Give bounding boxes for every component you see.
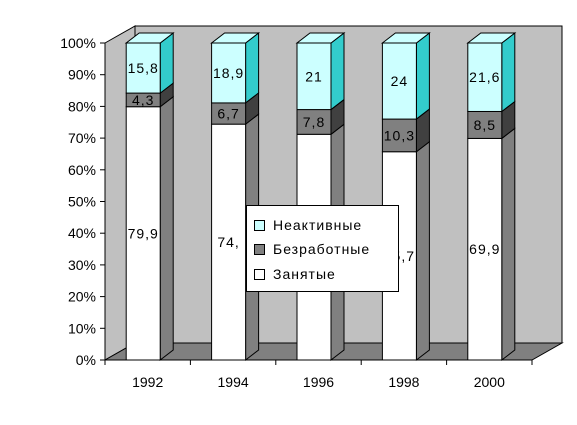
bar-side-employed xyxy=(415,140,430,362)
bar-inactive xyxy=(211,42,247,104)
legend-item-unemployed: Безработные xyxy=(254,240,370,258)
bar-inactive xyxy=(467,42,503,112)
y-tick-label: 0% xyxy=(76,352,96,368)
data-label: 15,8 xyxy=(128,60,159,76)
y-tick-label: 10% xyxy=(68,320,96,336)
data-label: 79,9 xyxy=(128,225,159,241)
y-tick-label: 80% xyxy=(68,98,96,114)
bar-inactive xyxy=(296,42,332,111)
bar-side-inactive xyxy=(245,31,260,104)
data-label: 10,3 xyxy=(384,127,415,143)
legend-item-employed: Занятые xyxy=(254,265,336,283)
legend-swatch-inactive xyxy=(254,219,265,231)
legend-swatch-employed xyxy=(254,268,265,280)
y-tick-label: 50% xyxy=(68,194,96,210)
data-label: 21 xyxy=(305,68,323,84)
y-tick-label: 60% xyxy=(68,162,96,178)
y-tick-label: 40% xyxy=(68,225,96,241)
bar-top-face xyxy=(295,32,346,44)
bar-side-employed xyxy=(159,95,174,362)
legend-label-employed: Занятые xyxy=(273,266,336,282)
bar-side-inactive xyxy=(415,31,430,121)
y-tick-label: 70% xyxy=(68,130,96,146)
bar-inactive xyxy=(381,42,417,120)
legend-label-unemployed: Безработные xyxy=(273,241,371,257)
bar-employed xyxy=(211,123,247,361)
legend-label-inactive: Неактивные xyxy=(273,217,363,233)
bar-side-inactive xyxy=(330,31,345,111)
bar-side-employed xyxy=(501,127,516,362)
bar-side-inactive xyxy=(501,31,516,113)
x-tick-label: 1996 xyxy=(303,374,334,390)
bar-top-face xyxy=(466,32,517,44)
y-tick-label: 30% xyxy=(68,257,96,273)
data-label: 8,5 xyxy=(474,117,496,133)
data-label: 69,9 xyxy=(469,241,500,257)
bar-top-face xyxy=(124,32,175,44)
data-label: 24 xyxy=(391,73,409,89)
chart-legend: Неактивные Безработные Занятые xyxy=(246,205,399,292)
data-label: 7,8 xyxy=(303,114,325,130)
y-tick-label: 100% xyxy=(60,35,96,51)
data-label: 21,6 xyxy=(469,69,500,85)
x-tick-label: 1998 xyxy=(388,374,419,390)
bar-inactive xyxy=(125,42,161,94)
bar-unemployed xyxy=(467,110,503,139)
data-label: 4,3 xyxy=(132,92,154,108)
legend-item-inactive: Неактивные xyxy=(254,216,362,234)
bar-top-face xyxy=(210,32,261,44)
x-tick-label: 2000 xyxy=(474,374,505,390)
bar-unemployed xyxy=(381,118,417,153)
bar-employed xyxy=(467,137,503,361)
y-tick-label: 90% xyxy=(68,67,96,83)
x-tick-label: 1994 xyxy=(218,374,249,390)
data-label: 6,7 xyxy=(217,106,239,122)
data-label: 18,9 xyxy=(213,65,244,81)
data-label: 74, xyxy=(217,234,239,250)
legend-swatch-unemployed xyxy=(254,243,265,255)
x-tick-label: 1992 xyxy=(132,374,163,390)
y-tick-label: 20% xyxy=(68,289,96,305)
bar-top-face xyxy=(380,32,431,44)
